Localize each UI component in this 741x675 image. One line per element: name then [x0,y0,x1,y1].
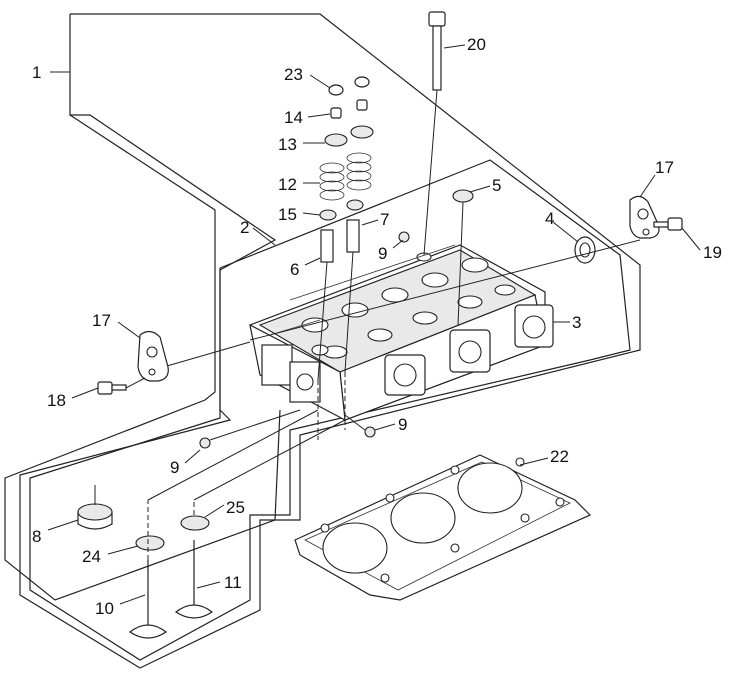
label-24: 24 [82,547,101,566]
label-15: 15 [278,205,297,224]
bolt-left [97,381,127,395]
label-19: 19 [703,243,722,262]
lifting-eye-right [629,195,660,239]
plug-9-top [398,231,410,243]
label-2: 2 [240,218,249,237]
label-17-left: 17 [92,311,111,330]
head-gasket [294,454,592,601]
label-23: 23 [284,65,303,84]
label-3: 3 [572,313,581,332]
label-5: 5 [492,176,501,195]
cup-plug-large [77,503,113,530]
label-8: 8 [32,527,41,546]
label-10: 10 [95,599,114,618]
label-20: 20 [467,35,486,54]
head-bolt [423,11,446,256]
exhaust-valve [174,540,214,619]
frame-inner-1 [4,114,281,601]
lifting-eye-left [137,330,169,382]
label-9-top: 9 [378,244,387,263]
label-9-lower-left: 9 [170,458,179,477]
valve-spring-set-right [346,76,374,253]
label-11: 11 [224,573,242,592]
bolt-right [653,217,683,231]
label-12: 12 [278,175,297,194]
frame-group-2 [29,159,631,661]
frame-group-1 [19,13,641,669]
label-17-right: 17 [655,158,674,177]
plug-9-lower-right [364,426,376,438]
valve-stem-seal-24 [135,535,165,551]
label-9-lower-right: 9 [398,415,407,434]
label-1: 1 [32,63,41,82]
label-13: 13 [278,135,297,154]
label-7: 7 [380,210,389,229]
label-6: 6 [290,260,299,279]
valve-stem-seal-25 [180,515,210,531]
label-25: 25 [226,498,245,517]
label-14: 14 [284,108,303,127]
plug-9-lower-left [199,437,211,449]
intake-valve [128,560,168,639]
label-22: 22 [550,447,569,466]
valve-spring-set-left [319,84,348,263]
label-18: 18 [47,391,66,410]
label-4: 4 [545,209,554,228]
